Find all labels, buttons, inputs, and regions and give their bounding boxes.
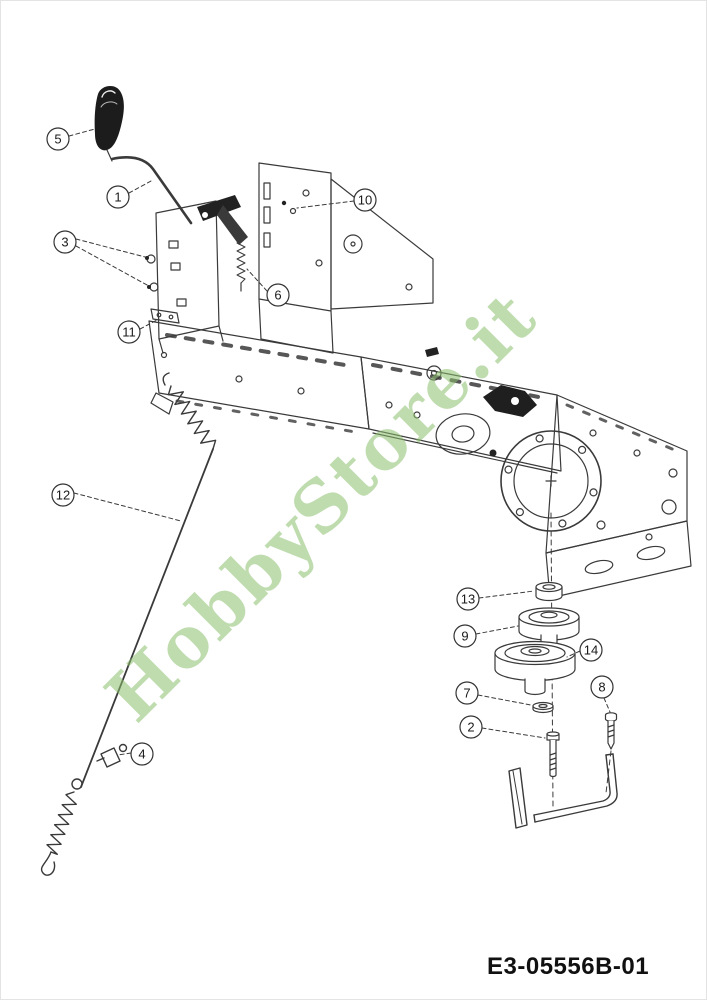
callout-10: 10 (353, 188, 377, 212)
callout-8: 8 (590, 675, 614, 699)
idler-arm (483, 385, 537, 417)
callout-11: 11 (117, 320, 141, 344)
clutch-cable-spring-assembly (40, 372, 217, 876)
cable-rod (80, 448, 214, 788)
svg-text:4: 4 (138, 747, 145, 762)
svg-text:8: 8 (598, 680, 605, 695)
svg-text:13: 13 (461, 592, 475, 607)
svg-text:10: 10 (358, 193, 372, 208)
pulley-stack (494, 512, 618, 808)
belt-keeper-bracket (508, 753, 618, 829)
svg-text:11: 11 (122, 325, 136, 340)
lower-spring (46, 791, 78, 855)
callout-3: 3 (53, 230, 77, 254)
hex-screw (604, 712, 618, 750)
chassis-frame (148, 308, 692, 599)
shift-knob (94, 85, 124, 151)
callout-1: 1 (106, 185, 130, 209)
svg-text:5: 5 (54, 132, 61, 147)
idler-pulley (518, 607, 580, 649)
upper-spring (167, 385, 217, 450)
callout-6: 6 (266, 283, 290, 307)
bearing-spacer (535, 581, 563, 602)
callout-12: 12 (51, 483, 75, 507)
flat-washer (532, 701, 554, 714)
callout-14: 14 (579, 638, 603, 662)
shoulder-bolt (546, 731, 560, 778)
callout-7: 7 (455, 681, 479, 705)
svg-text:9: 9 (461, 629, 468, 644)
bracket-spring (236, 230, 246, 292)
engagement-rod (110, 156, 193, 225)
callout-5: 5 (46, 127, 70, 151)
callout-leaders (68, 128, 611, 756)
callout-2: 2 (459, 715, 483, 739)
callout-13: 13 (456, 587, 480, 611)
shift-lever (94, 85, 193, 225)
svg-text:6: 6 (274, 288, 281, 303)
clevis-ferrule (96, 743, 128, 768)
svg-text:7: 7 (463, 686, 470, 701)
deck-pulley (494, 640, 576, 696)
svg-text:12: 12 (56, 488, 70, 503)
callouts: 5 1 3 10 6 11 12 13 9 14 7 8 2 4 (46, 127, 614, 766)
callout-4: 4 (130, 742, 154, 766)
svg-text:3: 3 (61, 235, 68, 250)
console-tower (145, 162, 434, 354)
svg-text:1: 1 (114, 190, 121, 205)
svg-text:14: 14 (584, 643, 598, 658)
svg-text:2: 2 (467, 720, 474, 735)
callout-9: 9 (453, 624, 477, 648)
part-number: E3-05556B-01 (487, 953, 650, 980)
